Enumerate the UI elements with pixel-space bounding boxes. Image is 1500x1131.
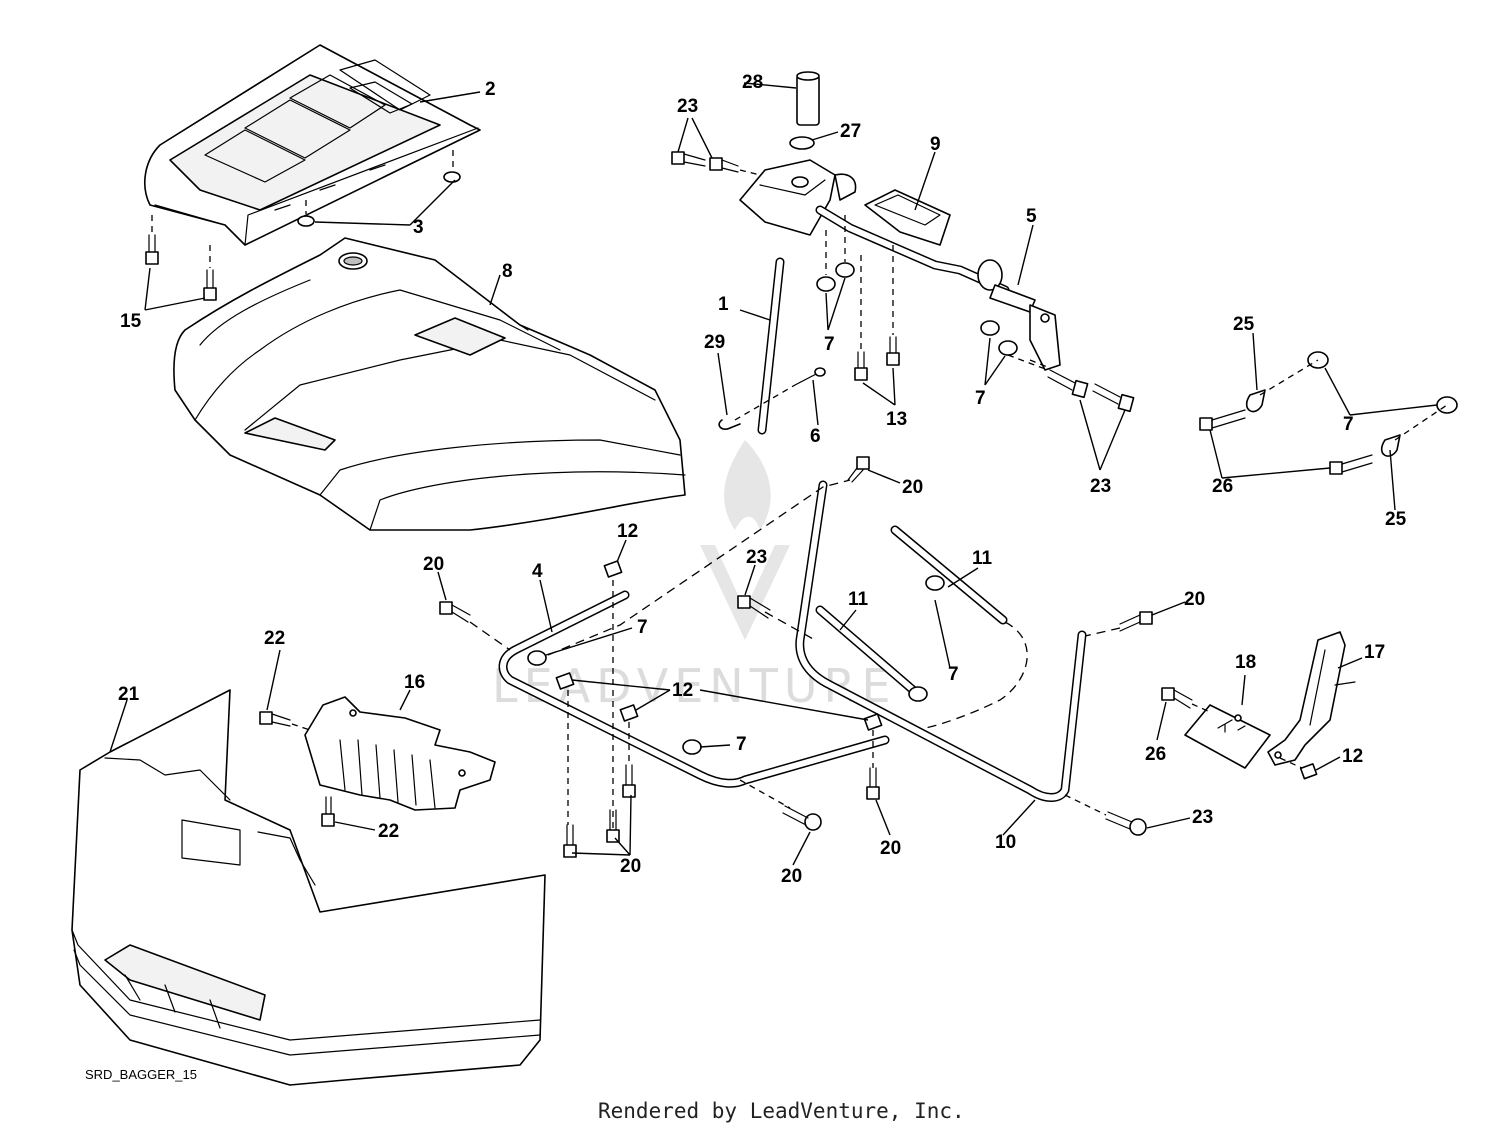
part-18-plate — [1184, 704, 1271, 769]
callout-25-bottom: 25 — [1385, 509, 1407, 530]
watermark-flame — [724, 440, 771, 530]
watermark-logo — [700, 545, 790, 640]
callout-23-lower: 23 — [1192, 807, 1213, 828]
callout-28: 28 — [742, 72, 763, 93]
callout-11-right: 11 — [972, 548, 993, 569]
callout-25-top: 25 — [1233, 314, 1255, 335]
part-15-screws — [145, 215, 217, 301]
callout-7-upper-left: 7 — [824, 334, 835, 355]
diagram-reference: SRD_BAGGER_15 — [85, 1067, 197, 1082]
part-5-pin — [977, 259, 1061, 371]
part-23-bolts-upper — [671, 151, 1135, 413]
callout-8: 8 — [502, 261, 513, 282]
callout-7-middle-right: 7 — [948, 664, 959, 685]
callout-18: 18 — [1235, 652, 1256, 673]
callout-20-left: 20 — [423, 554, 444, 575]
part-1-rod — [757, 257, 785, 435]
callout-22-bottom: 22 — [378, 821, 399, 842]
callout-7-upper-right: 7 — [975, 388, 986, 409]
callout-26-right: 26 — [1212, 476, 1233, 497]
callout-29: 29 — [704, 332, 725, 353]
callout-17: 17 — [1364, 642, 1385, 663]
part-2-hood-top — [144, 44, 481, 246]
callout-12-right: 12 — [1342, 746, 1363, 767]
callout-15: 15 — [120, 311, 142, 332]
callout-20-top: 20 — [902, 477, 923, 498]
part-26-lower-bolt — [1161, 687, 1211, 713]
callout-9: 9 — [930, 134, 941, 155]
part-7-nuts-upper — [816, 215, 1018, 356]
callout-16: 16 — [404, 672, 425, 693]
callout-7-right: 7 — [1343, 414, 1354, 435]
callout-22-top: 22 — [264, 628, 285, 649]
callout-26-lower: 26 — [1145, 744, 1166, 765]
part-29-clip — [718, 419, 741, 430]
callout-23-top: 23 — [677, 96, 698, 117]
callout-5: 5 — [1026, 206, 1037, 227]
part-13-bolts — [854, 245, 900, 381]
callout-21: 21 — [118, 684, 140, 705]
callout-13: 13 — [886, 409, 907, 430]
callout-23-upper-right: 23 — [1090, 476, 1111, 497]
part-21-container — [71, 689, 546, 1086]
callout-1: 1 — [718, 294, 729, 315]
assembly-line-right — [1279, 757, 1303, 769]
part-28-tube — [796, 71, 820, 126]
callout-7-middle-left: 7 — [637, 617, 648, 638]
part-23-bolts-lower — [737, 595, 1147, 836]
part-3-clips — [297, 150, 461, 227]
assembly-lines — [469, 169, 1121, 830]
callout-12-top: 12 — [617, 521, 638, 542]
part-27-cap — [789, 136, 815, 150]
callout-7-lower: 7 — [736, 734, 747, 755]
part-17-bracket — [1267, 631, 1356, 766]
part-25-26-right-fasteners — [1199, 351, 1458, 475]
footer-credit: Rendered by LeadVenture, Inc. — [598, 1099, 965, 1123]
callout-2: 2 — [485, 79, 496, 100]
part-11-struts — [815, 525, 1008, 695]
callout-20-right: 20 — [1184, 589, 1205, 610]
callout-3: 3 — [413, 217, 424, 238]
callout-12-middle: 12 — [672, 680, 693, 701]
part-10-frame — [795, 480, 1087, 802]
callout-11-left: 11 — [848, 589, 869, 610]
part-8-fender — [173, 237, 686, 531]
part-9-handle-bracket — [739, 159, 1010, 295]
callout-23-middle: 23 — [746, 547, 767, 568]
callout-27: 27 — [840, 121, 861, 142]
callouts: 2 3 15 8 28 27 23 9 5 1 7 29 6 13 7 23 2… — [118, 72, 1407, 887]
part-4-frame — [498, 590, 890, 788]
part-12-square-nuts — [555, 560, 883, 731]
callout-20-bottom-left: 20 — [620, 856, 641, 877]
callout-4: 4 — [532, 561, 543, 582]
callout-10: 10 — [995, 832, 1016, 853]
part-20-bolts — [439, 456, 1153, 858]
callout-6: 6 — [810, 426, 821, 447]
callout-20-bottom-middle: 20 — [781, 866, 802, 887]
leader-lines — [109, 82, 1438, 866]
callout-20-bottom-right: 20 — [880, 838, 901, 859]
part-7-nuts-middle — [527, 575, 945, 755]
part-12-nut-right — [1299, 763, 1318, 780]
part-6-pin — [734, 367, 826, 421]
part-16-guard — [259, 696, 496, 827]
